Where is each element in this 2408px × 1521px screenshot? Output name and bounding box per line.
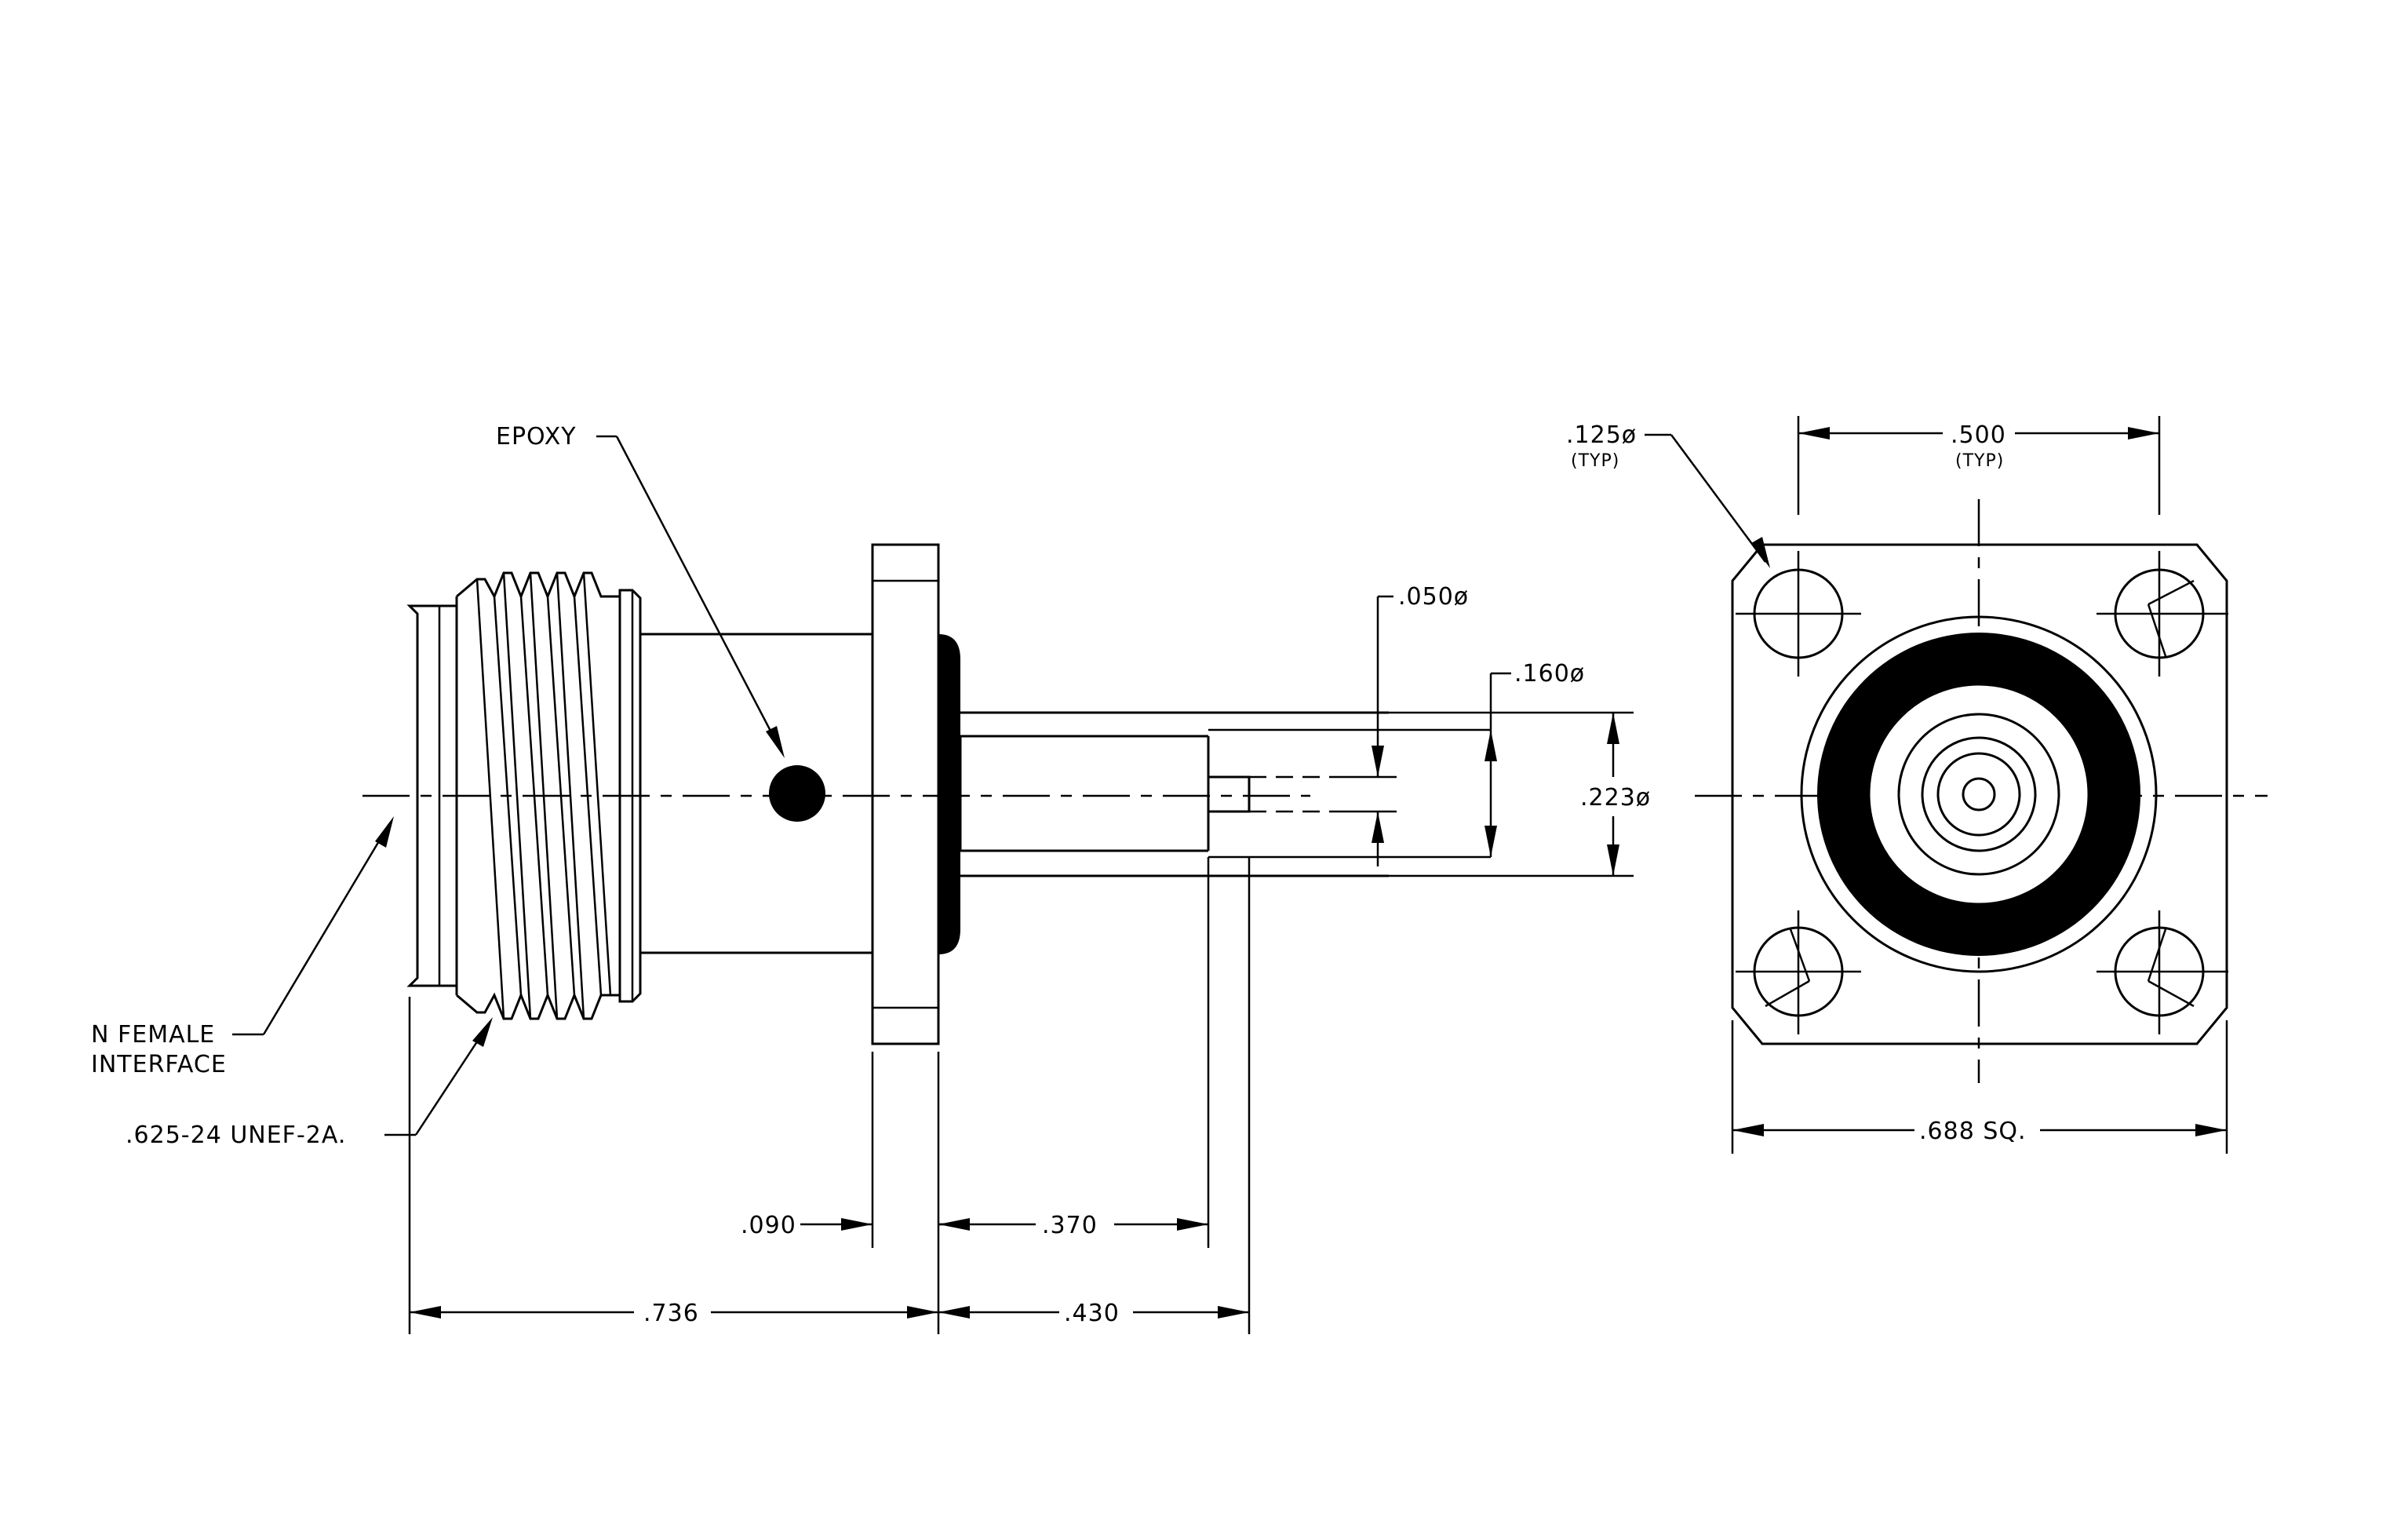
thread-label: .625-24 UNEF-2A. — [126, 1122, 346, 1149]
dim-370-label: .370 — [1042, 1212, 1098, 1239]
dim-125: .125ø (TYP) — [1566, 421, 1770, 568]
side-view: .050ø .160ø .223ø . — [91, 423, 1651, 1334]
dim-736-label: .736 — [643, 1300, 699, 1327]
thread-leader: .625-24 UNEF-2A. — [126, 1017, 493, 1149]
dim-370: .370 — [938, 1212, 1208, 1239]
dim-688: .688 SQ. — [1731, 1020, 2228, 1154]
dim-050-label: .050ø — [1398, 583, 1469, 611]
flange — [871, 543, 940, 1045]
outer-body-circle — [1800, 615, 2158, 973]
mounting-hole-tl — [1736, 551, 1861, 677]
dim-688-label: .688 SQ. — [1919, 1118, 2027, 1145]
insulator-band — [938, 634, 960, 954]
front-view: .500 (TYP) .125ø (TYP) .688 SQ. — [1566, 416, 2268, 1154]
interface-label-2: INTERFACE — [91, 1051, 227, 1078]
dim-223-label: .223ø — [1580, 784, 1651, 812]
dim-050: .050ø — [1372, 583, 1469, 866]
square-flange — [1731, 543, 2228, 1045]
dim-736: .736 — [410, 1300, 938, 1327]
dim-125-label: .125ø — [1566, 421, 1637, 449]
dim-500: .500 (TYP) — [1797, 416, 2161, 515]
center-pin-circle — [1962, 777, 1996, 812]
interface-leader: N FEMALE INTERFACE — [91, 816, 394, 1078]
epoxy-leader: EPOXY — [496, 423, 785, 758]
dim-500-typ: (TYP) — [1955, 451, 2004, 471]
dim-090-label: .090 — [741, 1212, 796, 1239]
epoxy-dot — [769, 765, 825, 822]
mounting-hole-bl — [1736, 910, 1861, 1034]
contact-pin — [959, 711, 1389, 877]
connector-barrel — [640, 633, 872, 954]
dim-090: .090 — [741, 1212, 970, 1239]
threaded-coupling — [406, 571, 642, 1020]
dim-160-label: .160ø — [1514, 660, 1585, 688]
dim-430-label: .430 — [1064, 1300, 1120, 1327]
dim-430: .430 — [938, 1300, 1249, 1327]
mounting-hole-br — [2097, 910, 2228, 1034]
dim-160: .160ø — [1485, 660, 1585, 857]
dielectric-circle — [1897, 713, 2060, 876]
epoxy-label: EPOXY — [496, 423, 577, 450]
interface-label-1: N FEMALE — [91, 1021, 215, 1049]
dim-500-label: .500 — [1951, 421, 2006, 449]
mounting-hole-tr — [2097, 551, 2228, 677]
dim-125-typ: (TYP) — [1571, 451, 1619, 471]
dim-223: .223ø — [1580, 713, 1651, 876]
